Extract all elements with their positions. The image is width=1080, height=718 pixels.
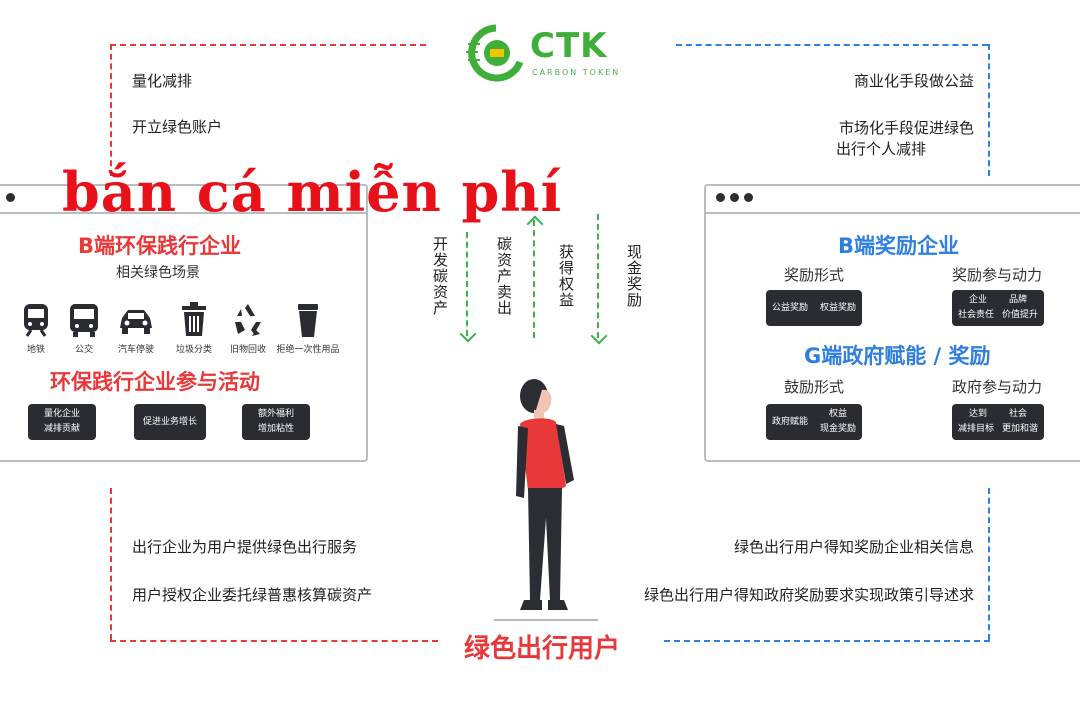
top-right-line-3: 出行个人减排 [835,140,926,158]
flow-cash-reward: 现金奖励 [625,244,643,308]
top-right-line-1: 商业化手段做公益 [853,72,974,90]
chip-line: 权益奖励 [819,302,856,313]
chip-line: 增加粘性 [257,424,294,434]
frame-red-bottom [110,640,438,642]
chip-line: 减排目标 更加和谐 [958,422,1038,437]
right-panel: B端奖励企业 奖励形式 奖励参与动力 公益奖励 权益奖励 企业 品牌 社会责任 … [704,184,1080,462]
chip-word: 社会 [1009,409,1028,419]
chip-word: 价值提升 [1002,310,1039,320]
g-government-heading: G端政府赋能 / 奖励 [804,344,991,368]
trash-can-icon [182,302,206,336]
flow-sell-carbon-assets: 碳资产卖出 [495,236,513,316]
recycle-icon [235,304,261,336]
chip-gov-motive: 达到 社会 减排目标 更加和谐 [952,404,1044,440]
chip-line: 达到 社会 [969,407,1027,422]
left-panel-titlebar [0,186,366,214]
chip-line: 量化企业 [43,409,80,419]
frame-blue-top [676,44,988,46]
chip-word: 现金奖励 [819,424,856,434]
window-dot [730,193,739,202]
left-panel-activity-heading: 环保践行企业参与活动 [50,370,260,394]
arrow-down-1 [466,232,470,336]
frame-blue-right-upper [988,44,990,176]
chip-word: 企业 [968,295,987,305]
bottom-left-line-1: 出行企业为用户提供绿色出行服务 [132,538,358,556]
chip-line: 促进业务增长 [142,416,197,427]
icon-label-trash: 垃圾分类 [175,345,212,355]
reward-motive-label: 奖励参与动力 [952,266,1043,284]
arrow-head-down-icon [590,327,608,345]
chip-line: 社会责任 价值提升 [958,308,1038,323]
chip-encourage-form: 政府赋能 权益 现金奖励 [766,404,862,440]
bottom-title: 绿色出行用户 [464,634,621,664]
chip-line: 减排贡献 [43,424,80,434]
chip-line: 企业 品牌 [969,293,1027,308]
icon-label-subway: 地铁 [26,345,45,355]
left-panel-subheading: 相关绿色场景 [116,265,200,281]
bottom-right-line-2: 绿色出行用户得知政府奖励要求实现政策引导述求 [643,586,974,604]
overlay-caption: bắn cá miễn phí [62,160,563,224]
bottom-right-line-1: 绿色出行用户得知奖励企业相关信息 [733,538,974,556]
logo-wordmark: CTK [530,26,608,66]
ctk-logo: CTK CARBON TOKEN [466,22,626,86]
person-illustration [494,379,598,621]
frame-blue-bottom [664,640,990,642]
chip-word: 社会责任 [957,310,994,320]
chip-reward-form: 公益奖励 权益奖励 [766,290,862,326]
window-dot [744,193,753,202]
icon-label-car: 汽车停驶 [117,345,154,355]
cup-icon [298,304,318,337]
chip-business-growth: 促进业务增长 [134,404,206,440]
encourage-form-label: 鼓励形式 [784,378,845,396]
icon-label-cup: 拒绝一次性用品 [276,345,340,355]
left-panel: B端环保践行企业 相关绿色场景 地铁 公交 汽车停驶 垃圾分类 [0,184,368,462]
icon-label-bus: 公交 [74,345,93,355]
top-right-line-2: 市场化手段促进绿色 [838,119,974,137]
window-dot [716,193,725,202]
arrow-head-down-icon [459,325,477,343]
top-left-line-1: 量化减排 [132,72,193,90]
chip-word: 权益 [828,409,847,419]
car-icon [120,310,152,334]
window-dot [6,193,15,202]
chip-line: 政府赋能 [771,416,808,427]
frame-red-left-lower [110,488,112,640]
logo-subtitle: CARBON TOKEN [532,68,621,77]
flow-develop-carbon-assets: 开发碳资产 [431,236,449,316]
arrow-down-2 [597,214,601,338]
right-panel-titlebar [706,186,1080,214]
b-reward-heading: B端奖励企业 [838,234,960,258]
chip-reward-motive: 企业 品牌 社会责任 价值提升 [952,290,1044,326]
left-panel-heading: B端环保践行企业 [78,234,242,258]
bottom-left-line-2: 用户授权企业委托绿普惠核算碳资产 [132,586,373,604]
reward-form-label: 奖励形式 [784,266,845,284]
flow-gain-rights: 获得权益 [557,244,575,308]
frame-red-top [110,44,426,46]
chip-word: 更加和谐 [1002,424,1039,434]
chip-quantify-reduction: 量化企业 减排贡献 [28,404,96,440]
arrow-up-1 [533,220,537,338]
frame-blue-right-lower [988,488,990,640]
chip-line: 额外福利 [257,409,294,419]
chip-line: 权益 现金奖励 [820,407,856,437]
subway-icon [24,304,48,337]
frame-red-left-upper [110,44,112,176]
chip-line: 公益奖励 [771,302,808,313]
chip-word: 品牌 [1009,295,1028,305]
chip-word: 减排目标 [957,424,994,434]
chip-extra-benefits: 额外福利 增加粘性 [242,404,310,440]
bus-icon [70,304,98,337]
gov-motive-label: 政府参与动力 [952,378,1043,396]
icon-label-recycle: 旧物回收 [229,345,266,355]
top-left-line-2: 开立绿色账户 [132,118,223,136]
coin-logo-icon [466,24,524,82]
chip-word: 达到 [968,409,987,419]
